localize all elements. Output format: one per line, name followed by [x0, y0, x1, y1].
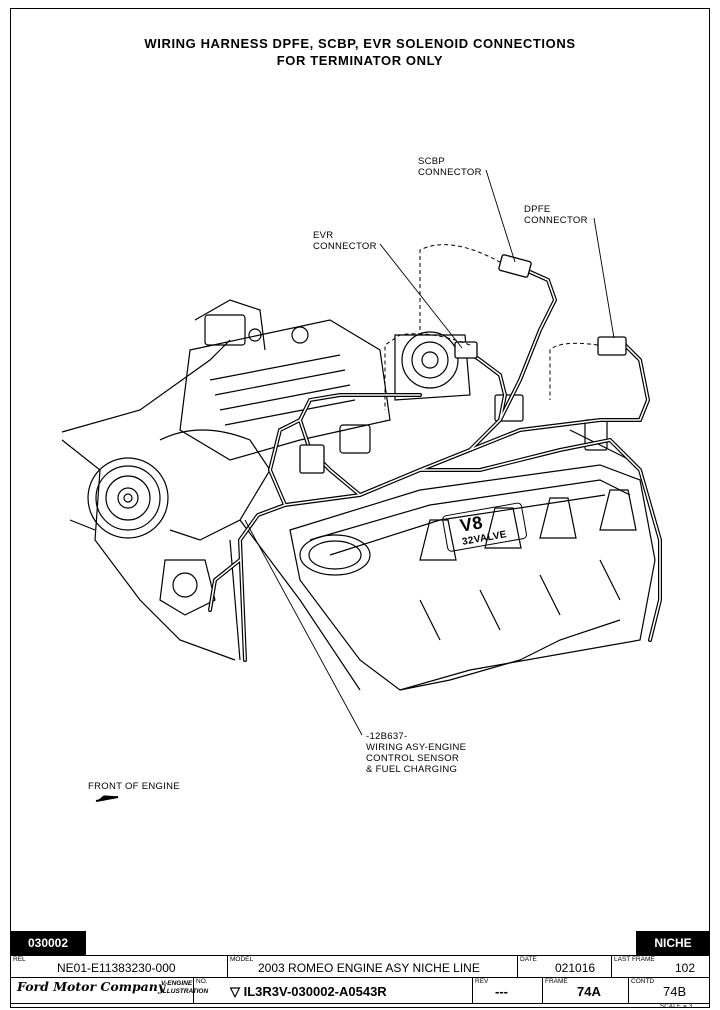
drawing-sheet-border [10, 8, 710, 1008]
contd-caption: CONTD [631, 978, 655, 985]
frame-caption: FRAME [545, 978, 568, 985]
no-caption: NO. [196, 978, 208, 985]
scale-note: SCALE = 3 [660, 1004, 693, 1010]
niche-tag: NICHE [636, 931, 710, 955]
model-value: 2003 ROMEO ENGINE ASY NICHE LINE [258, 961, 480, 975]
frame-cell: FRAME 74A [542, 977, 629, 1004]
ford-logo: Ford Motor Company [17, 979, 166, 994]
scbp-connector-callout: SCBP CONNECTOR [418, 156, 482, 178]
rel-value: NE01-E11383230-000 [57, 961, 176, 975]
wiring-harness-callout: -12B637- WIRING ASY-ENGINE CONTROL SENSO… [366, 731, 467, 775]
section-tag: 030002 [10, 931, 86, 955]
rev-value: --- [495, 984, 508, 999]
contd-value: 74B [663, 984, 687, 999]
frame-value: 74A [577, 984, 601, 999]
date-value: 021016 [555, 961, 596, 975]
number-cell: NO. ▽ IL3R3V-030002-A0543R [193, 977, 473, 1004]
dpfe-connector-callout: DPFE CONNECTOR [524, 204, 588, 226]
no-value: ▽ IL3R3V-030002-A0543R [230, 984, 387, 999]
rev-caption: REV [475, 978, 489, 985]
date-cell: DATE 021016 [517, 955, 612, 978]
engine-v8-marking: V8 [458, 512, 485, 536]
rev-cell: REV --- [472, 977, 543, 1004]
model-cell: MODEL 2003 ROMEO ENGINE ASY NICHE LINE [227, 955, 518, 978]
company-cell: Ford Motor Company V-ENGINE ILLUSTRATION [10, 977, 208, 1004]
drawing-title-line2: FOR TERMINATOR ONLY [276, 53, 444, 68]
model-caption: MODEL [230, 956, 254, 963]
v-engine-illustration-label: V-ENGINE ILLUSTRATION [161, 980, 209, 995]
last-frame-caption: LAST FRAME [614, 956, 655, 963]
contd-cell: CONTD 74B [628, 977, 710, 1004]
last-frame-cell: LAST FRAME 102 [611, 955, 710, 978]
evr-connector-callout: EVR CONNECTOR [313, 230, 377, 252]
rel-caption: REL [13, 956, 26, 963]
front-of-engine-label: FRONT OF ENGINE [88, 781, 180, 792]
date-caption: DATE [520, 956, 537, 963]
last-frame-value: 102 [675, 961, 696, 975]
drawing-title-line1: WIRING HARNESS DPFE, SCBP, EVR SOLENOID … [144, 36, 576, 51]
rel-cell: REL NE01-E11383230-000 [10, 955, 228, 978]
